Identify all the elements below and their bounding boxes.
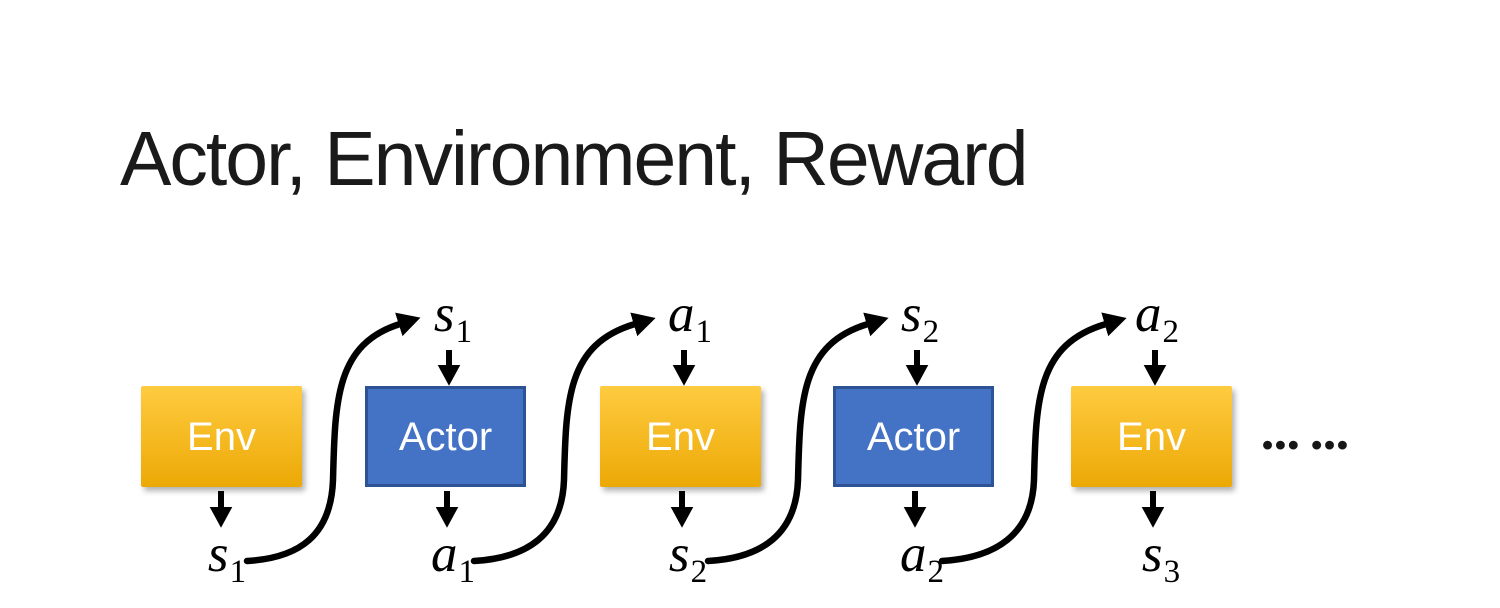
bottom-label-s2-base: s: [668, 525, 690, 583]
bottom-label-s3-base: s: [1141, 525, 1163, 583]
top-label-a2-base: a: [1135, 285, 1162, 343]
bottom-label-s1-base: s: [207, 525, 229, 583]
bottom-label-a2: a2: [900, 525, 944, 589]
bottom-label-a2-subscript: 2: [927, 554, 945, 590]
top-label-a1: a1: [668, 285, 712, 349]
top-label-a2-subscript: 2: [1162, 314, 1180, 350]
bottom-label-a1-subscript: 1: [458, 554, 476, 590]
bottom-label-a1: a1: [431, 525, 475, 589]
top-label-s2-subscript: 2: [922, 314, 940, 350]
bottom-label-s3: s3: [1141, 525, 1180, 589]
top-label-s1-base: s: [433, 285, 455, 343]
env-box-2: Env: [600, 386, 761, 487]
env-box-3-label: Env: [1117, 414, 1186, 459]
actor-box-2: Actor: [833, 386, 994, 487]
slide-title: Actor, Environment, Reward: [120, 116, 1029, 202]
bottom-label-a2-base: a: [900, 525, 927, 583]
env-box-1-label: Env: [187, 414, 256, 459]
env-box-1: Env: [141, 386, 302, 487]
bottom-label-s1: s1: [207, 525, 246, 589]
bottom-label-s2: s2: [668, 525, 707, 589]
top-label-s2-base: s: [900, 285, 922, 343]
top-label-a1-subscript: 1: [695, 314, 713, 350]
top-label-a2: a2: [1135, 285, 1179, 349]
bottom-label-s3-subscript: 3: [1163, 554, 1181, 590]
top-label-s1-subscript: 1: [455, 314, 473, 350]
top-label-s1: s1: [433, 285, 472, 349]
env-box-3: Env: [1071, 386, 1232, 487]
bottom-label-a1-base: a: [431, 525, 458, 583]
env-box-2-label: Env: [646, 414, 715, 459]
top-label-a1-base: a: [668, 285, 695, 343]
bottom-label-s1-subscript: 1: [229, 554, 247, 590]
bottom-label-s2-subscript: 2: [690, 554, 708, 590]
actor-box-2-label: Actor: [866, 414, 961, 459]
continuation-dots: ••• •••: [1262, 427, 1350, 462]
actor-box-1-label: Actor: [398, 414, 493, 459]
actor-box-1: Actor: [365, 386, 526, 487]
top-label-s2: s2: [900, 285, 939, 349]
